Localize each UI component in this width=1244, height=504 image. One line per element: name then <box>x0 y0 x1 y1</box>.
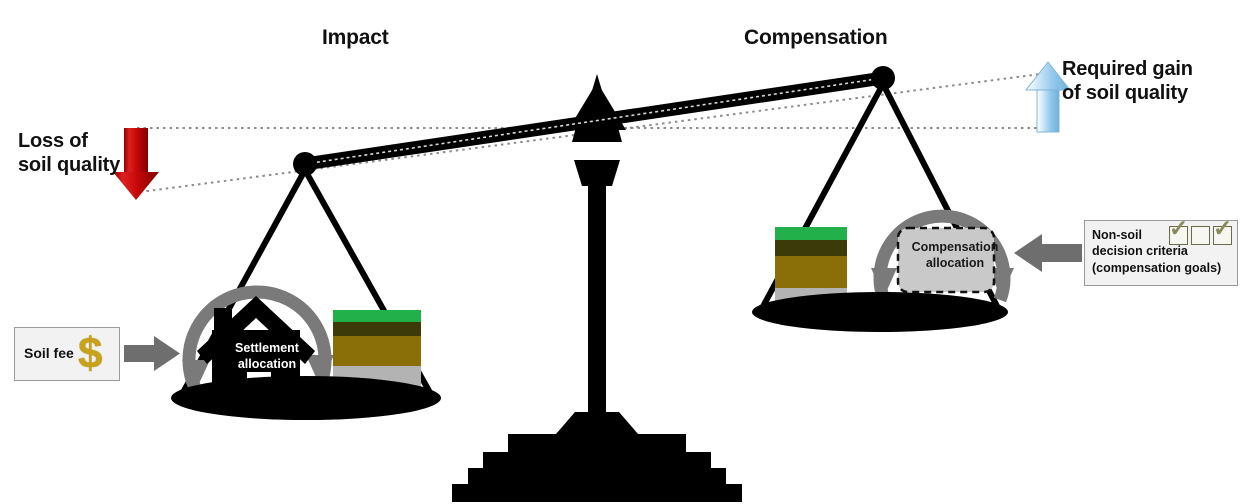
dollar-icon: $ <box>78 329 103 378</box>
compensation-allocation-box <box>896 226 996 294</box>
soil-fee-arrow-icon <box>124 336 180 371</box>
required-gain-label: Required gain of soil quality <box>1062 58 1193 104</box>
checkbox-unchecked[interactable] <box>1191 226 1210 245</box>
fulcrum-stand <box>452 74 742 502</box>
checkbox-checked-1[interactable]: ✓ <box>1169 217 1188 245</box>
settlement-cycle-icon <box>182 285 334 393</box>
checkbox-checked-2[interactable]: ✓ <box>1213 217 1232 245</box>
non-soil-criteria-label: Non-soil decision criteria (compensation… <box>1092 228 1222 275</box>
left-pan <box>171 376 441 420</box>
gain-arrow-icon <box>1024 61 1072 133</box>
right-pan <box>752 292 1008 332</box>
compensation-allocation-label: Compensation allocation <box>911 240 999 270</box>
criteria-checkbox-group: ✓ ✓ <box>1169 217 1232 245</box>
criteria-arrow-icon <box>1014 234 1082 272</box>
compensation-cycle-icon <box>871 209 1014 303</box>
loss-of-soil-quality-label: Loss of soil quality <box>18 130 121 176</box>
page-title-compensation: Compensation <box>744 26 888 49</box>
left-pivot-knob <box>293 152 317 176</box>
soil-fee-label: Soil fee <box>24 345 74 361</box>
right-pivot-knob <box>871 66 895 90</box>
loss-arrow-icon <box>113 128 159 200</box>
non-soil-criteria-callout[interactable]: Non-soil decision criteria (compensation… <box>1084 217 1238 286</box>
page-title-impact: Impact <box>322 26 389 49</box>
settlement-allocation-label: Settlement allocation <box>235 341 299 371</box>
balance-beam <box>298 71 890 171</box>
right-balance-arm <box>752 66 1014 332</box>
soil-fee-callout[interactable]: Soil fee $ <box>14 327 120 381</box>
left-balance-arm <box>171 152 441 420</box>
